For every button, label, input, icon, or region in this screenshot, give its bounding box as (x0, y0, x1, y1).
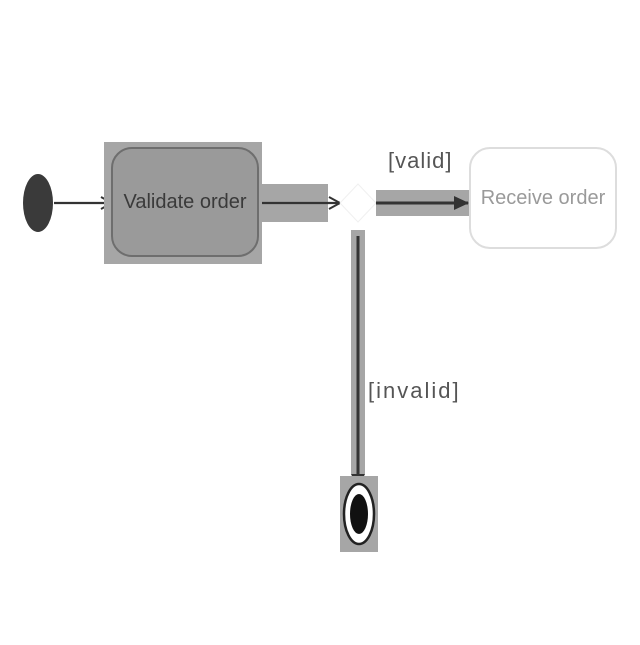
validate-order-node[interactable] (111, 147, 259, 257)
receive-order-node[interactable] (469, 147, 617, 249)
valid-guard-label: [valid] (388, 148, 453, 173)
decision-node[interactable] (339, 183, 377, 223)
final-node-dot (350, 494, 368, 534)
invalid-guard-label: [invalid] (368, 378, 461, 403)
initial-node[interactable] (23, 174, 53, 232)
